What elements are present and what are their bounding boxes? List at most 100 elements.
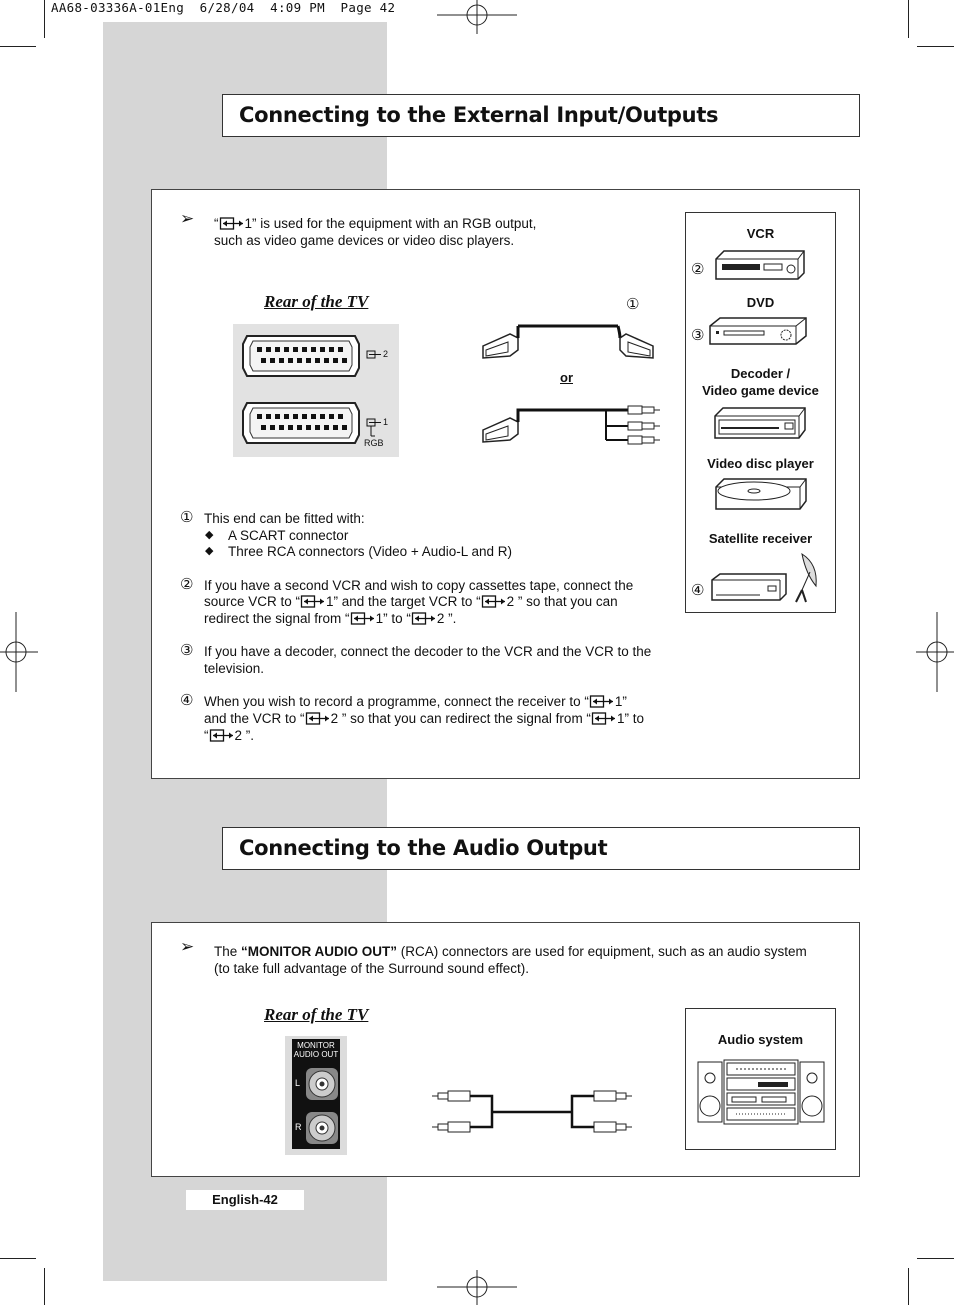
scart-pin — [329, 347, 334, 352]
ext-connector-icon — [350, 612, 374, 625]
device-num-dvd: ③ — [691, 326, 705, 344]
scart-pin — [270, 425, 275, 430]
scart-label-1: 1 — [383, 417, 389, 427]
item-4-line3: “ 2 ”. — [204, 727, 254, 744]
text-part: 1” and the target VCR to “ — [326, 594, 481, 609]
scart-pin — [275, 414, 280, 419]
device-label-vcr: VCR — [746, 226, 775, 241]
text-part: “ — [204, 728, 209, 743]
item-1-text: This end can be fitted with: — [204, 511, 365, 526]
text-part: redirect the signal from “ — [204, 611, 350, 626]
print-header: AA68-03336A-01Eng 6/28/04 4:09 PM Page 4… — [51, 0, 396, 15]
scart-pin — [266, 347, 271, 352]
satellite-receiver-icon — [711, 552, 817, 603]
item-num-3: ③ — [180, 641, 194, 659]
ext-connector-icon — [481, 595, 505, 608]
scart-pin — [293, 414, 298, 419]
scart-pin — [302, 414, 307, 419]
audio-system-icon — [697, 1059, 825, 1125]
device-label-dvd: DVD — [746, 295, 775, 310]
crop-mark — [0, 46, 36, 47]
device-label-video-disc: Video disc player — [707, 456, 814, 471]
video-disc-player-icon — [715, 478, 807, 510]
registration-mark-right — [916, 612, 954, 692]
device-label-decoder-line1: Decoder / — [730, 366, 791, 381]
ext-connector-icon — [591, 712, 615, 725]
crop-mark — [917, 1258, 954, 1259]
scart-pin — [311, 347, 316, 352]
rca-jack-icons — [306, 1068, 338, 1144]
crop-mark — [908, 1268, 909, 1305]
item-2-line1: If you have a second VCR and wish to cop… — [204, 578, 634, 593]
scart-cable-diagram — [482, 324, 660, 445]
bullet-icon: ◆ — [205, 529, 214, 541]
quote-open: “ — [214, 216, 219, 231]
page-number-footer: English-42 — [186, 1190, 304, 1210]
text-part: The — [214, 944, 242, 959]
ext-connector-icon — [589, 695, 613, 708]
crop-mark — [917, 46, 954, 47]
scart-pin — [284, 414, 289, 419]
registration-mark-bottom — [437, 1270, 517, 1305]
text-part: 2 ” so that you can redirect the signal … — [330, 711, 591, 726]
scart-sockets-image: 2 1 RGB — [233, 324, 399, 457]
rca-audio-cable — [432, 1090, 632, 1133]
scart-pin — [266, 414, 271, 419]
scart-label-rgb: RGB — [364, 438, 384, 448]
scart-pin — [329, 414, 334, 419]
device-num-vcr: ② — [691, 260, 705, 278]
rgb-note-line2: such as video game devices or video disc… — [214, 233, 515, 248]
scart-pin — [320, 414, 325, 419]
item-4-line1: When you wish to record a programme, con… — [204, 693, 627, 710]
item-num-4: ④ — [180, 691, 194, 709]
scart-pin — [342, 358, 347, 363]
monitor-audio-out-bold: “MONITOR AUDIO OUT” — [241, 944, 398, 959]
scart-pin — [315, 425, 320, 430]
text-part: 2 ” so that you can — [506, 594, 618, 609]
scart-pin — [284, 347, 289, 352]
item-num-2: ② — [180, 575, 194, 593]
jack-title-line1: MONITOR — [297, 1041, 335, 1050]
crop-mark — [908, 0, 909, 38]
scart-pin — [315, 358, 320, 363]
scart-pin — [275, 347, 280, 352]
scart-pin — [324, 358, 329, 363]
scart-pin — [279, 425, 284, 430]
scart-pin — [297, 425, 302, 430]
dvd-player-icon — [709, 317, 807, 345]
scart-pin — [333, 425, 338, 430]
text-part: When you wish to record a programme, con… — [204, 694, 589, 709]
ext-connector-icon — [305, 712, 329, 725]
decoder-icon — [714, 407, 806, 439]
item-num-1: ① — [180, 508, 194, 526]
scart-pin — [320, 347, 325, 352]
scart-label-2: 2 — [383, 349, 389, 359]
scart-pin — [333, 358, 338, 363]
ext-connector-icon — [219, 217, 243, 230]
text-part: (RCA) connectors are used for equipment,… — [397, 944, 807, 959]
note-arrow-icon: ➢ — [180, 209, 195, 229]
vcr-icon — [715, 250, 805, 280]
section-title-audio: Connecting to the Audio Output — [239, 836, 608, 860]
item-3-line2: television. — [204, 661, 265, 676]
item-3-line1: If you have a decoder, connect the decod… — [204, 644, 652, 659]
bullet-icon: ◆ — [205, 545, 214, 557]
scart-pin — [324, 425, 329, 430]
scart-pin — [306, 425, 311, 430]
text-part: 1” to “ — [375, 611, 411, 626]
text-part: 2 ”. — [234, 728, 255, 743]
audio-note-line1: The “MONITOR AUDIO OUT” (RCA) connectors… — [214, 943, 807, 960]
scart-pin — [279, 358, 284, 363]
section-title-external: Connecting to the External Input/Outputs — [239, 103, 719, 127]
text-part: 1” to — [616, 711, 644, 726]
registration-mark-top — [437, 0, 517, 34]
device-label-decoder-line2: Video game device — [702, 383, 819, 398]
scart-pin — [257, 347, 262, 352]
rear-of-tv-label-2: Rear of the TV — [264, 1005, 369, 1024]
jack-label-l: L — [295, 1078, 301, 1088]
jack-label-r: R — [295, 1122, 302, 1132]
scart-pin — [338, 414, 343, 419]
scart-pin — [342, 425, 347, 430]
scart-pin — [261, 425, 266, 430]
rgb-note-line1: “1” is used for the equipment with an RG… — [214, 215, 536, 232]
